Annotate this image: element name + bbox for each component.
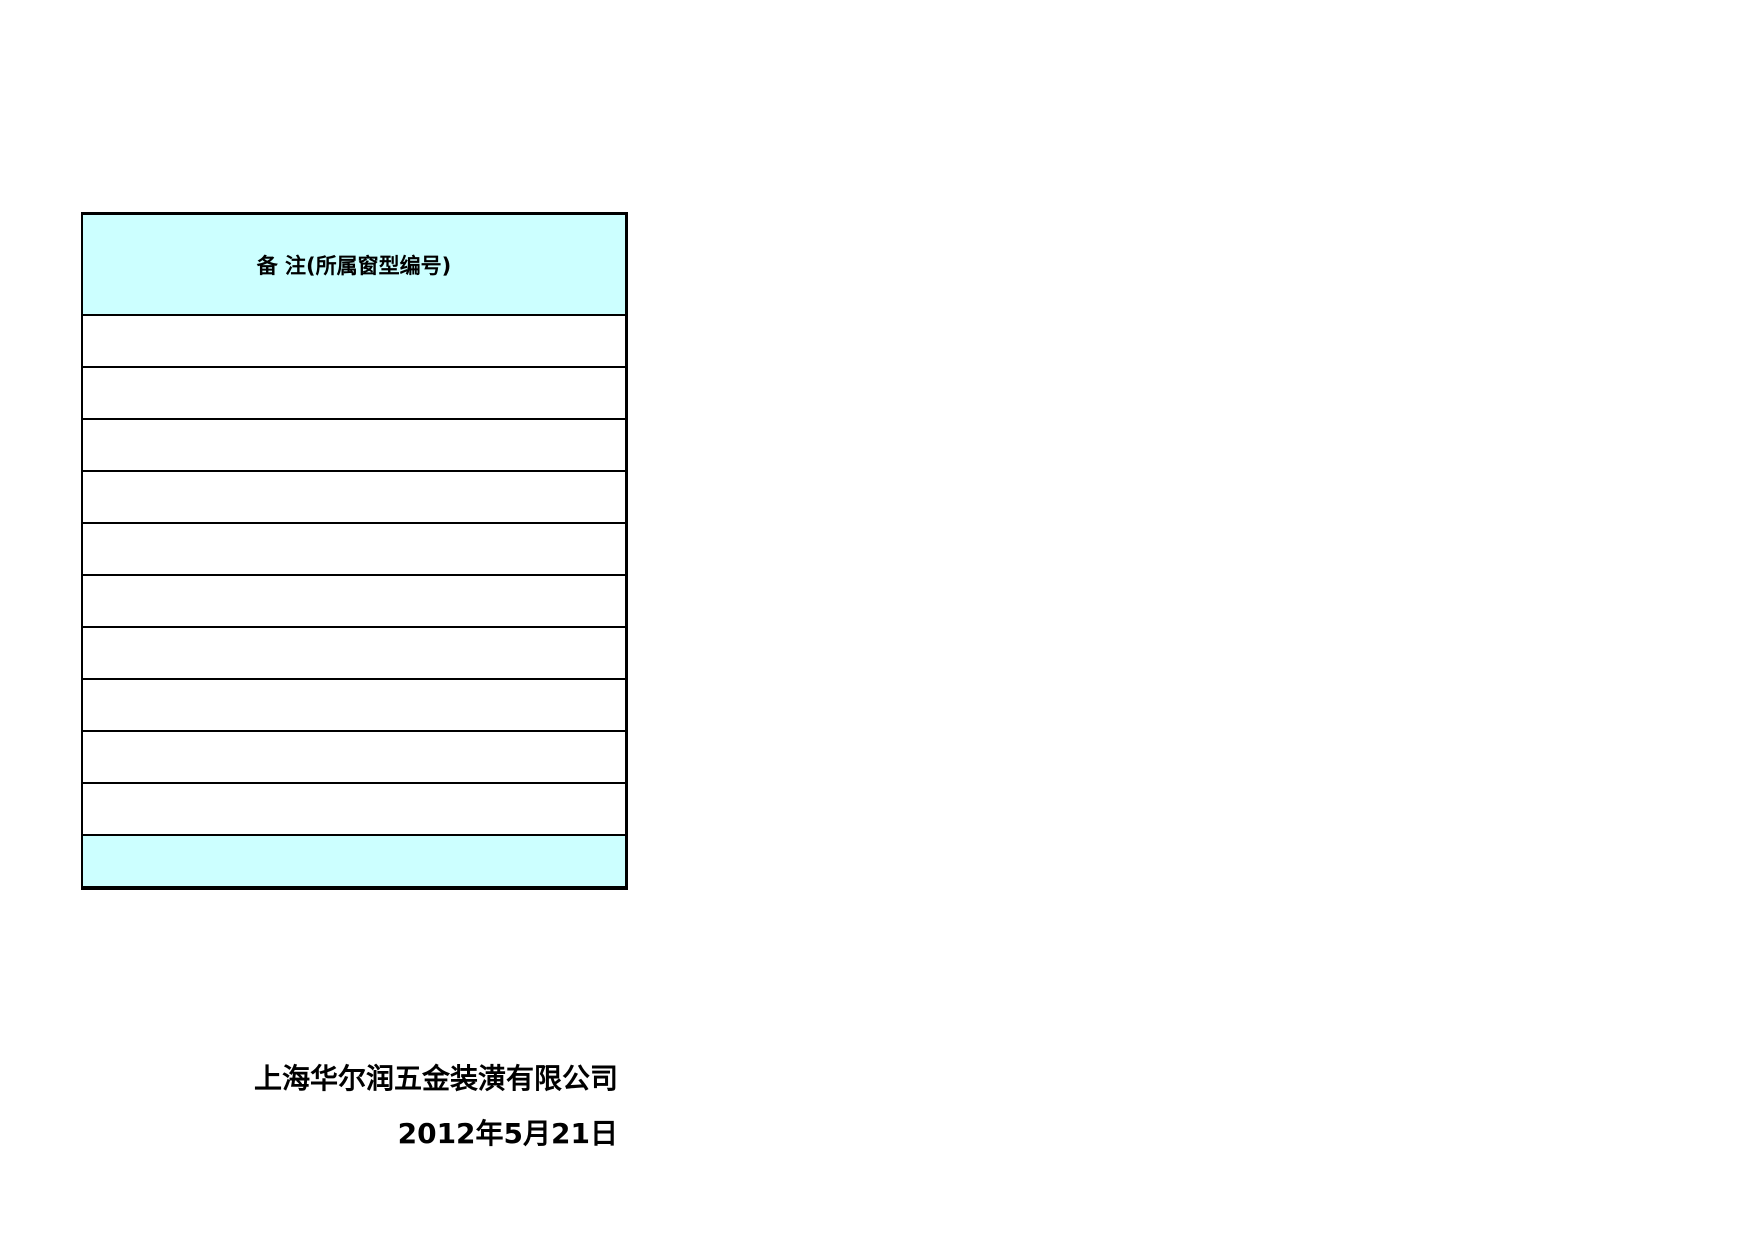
table-row[interactable]: [83, 732, 625, 784]
table-footer-row[interactable]: [83, 836, 625, 886]
table-row[interactable]: [83, 576, 625, 628]
table-row[interactable]: [83, 420, 625, 472]
signature-date: 2012年5月21日: [397, 1117, 618, 1150]
table-row[interactable]: [83, 472, 625, 524]
table-row[interactable]: [83, 628, 625, 680]
table-row[interactable]: [83, 524, 625, 576]
remarks-header-label: 备 注(所属窗型编号): [256, 253, 452, 278]
table-row[interactable]: [83, 784, 625, 836]
company-name: 上海华尔润五金装潢有限公司: [253, 1062, 618, 1095]
table-row[interactable]: [83, 316, 625, 368]
remarks-header-cell[interactable]: 备 注(所属窗型编号): [83, 215, 625, 316]
table-row[interactable]: [83, 368, 625, 420]
remarks-table: 备 注(所属窗型编号): [81, 212, 628, 890]
table-row[interactable]: [83, 680, 625, 732]
